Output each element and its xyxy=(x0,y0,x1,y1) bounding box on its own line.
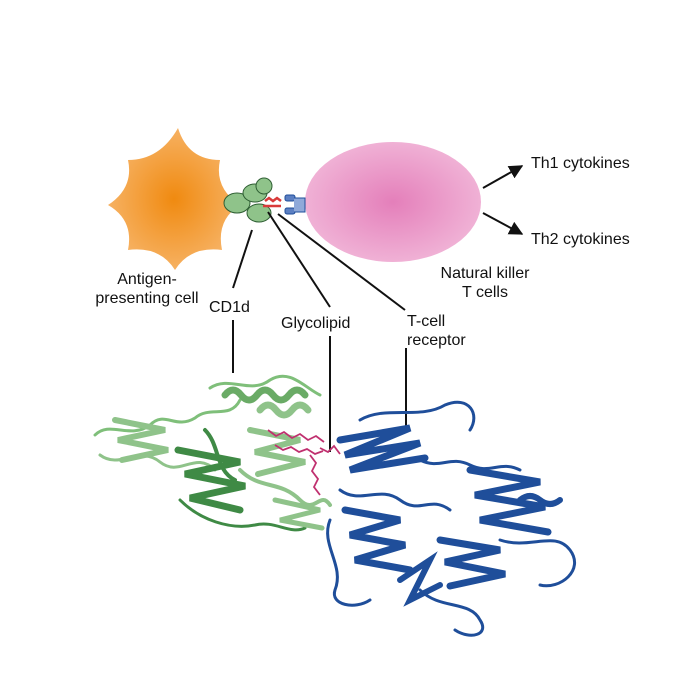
cd1d-molecule-icon xyxy=(223,177,273,223)
tcr-molecule-icon xyxy=(284,194,306,215)
th2-label: Th2 cytokines xyxy=(531,231,630,248)
antigen-cell-label-line2: presenting cell xyxy=(95,290,199,307)
nkt-label-line1: Natural killer xyxy=(440,265,530,282)
antigen-presenting-cell-shape xyxy=(108,128,240,270)
cd1d-structure-illustration xyxy=(93,374,332,532)
cd1d-connector-line xyxy=(232,229,253,289)
glycolipid-structure-illustration xyxy=(267,429,341,496)
glycolipid-icon xyxy=(263,196,282,208)
antigen-cell-label-line1: Antigen- xyxy=(117,271,177,288)
antigen-cell-label: Antigen- presenting cell xyxy=(86,270,208,308)
glycolipid-connector-line xyxy=(267,211,331,308)
th1-label: Th1 cytokines xyxy=(531,155,630,172)
tcr-label: T-cell receptor xyxy=(407,312,466,350)
nkt-cell-shape xyxy=(305,142,481,262)
th2-arrow xyxy=(482,212,524,235)
nkt-label: Natural killer T cells xyxy=(420,264,550,302)
cd1d-label: CD1d xyxy=(209,299,250,316)
tcr-connector-line xyxy=(277,213,406,311)
tcr-label-line1: T-cell xyxy=(407,313,446,330)
glycolipid-label: Glycolipid xyxy=(281,315,351,332)
nkt-label-line2: T cells xyxy=(462,284,508,301)
tcr-label-line2: receptor xyxy=(407,332,466,349)
tcr-structure-illustration xyxy=(326,400,577,637)
th1-arrow xyxy=(482,165,524,189)
